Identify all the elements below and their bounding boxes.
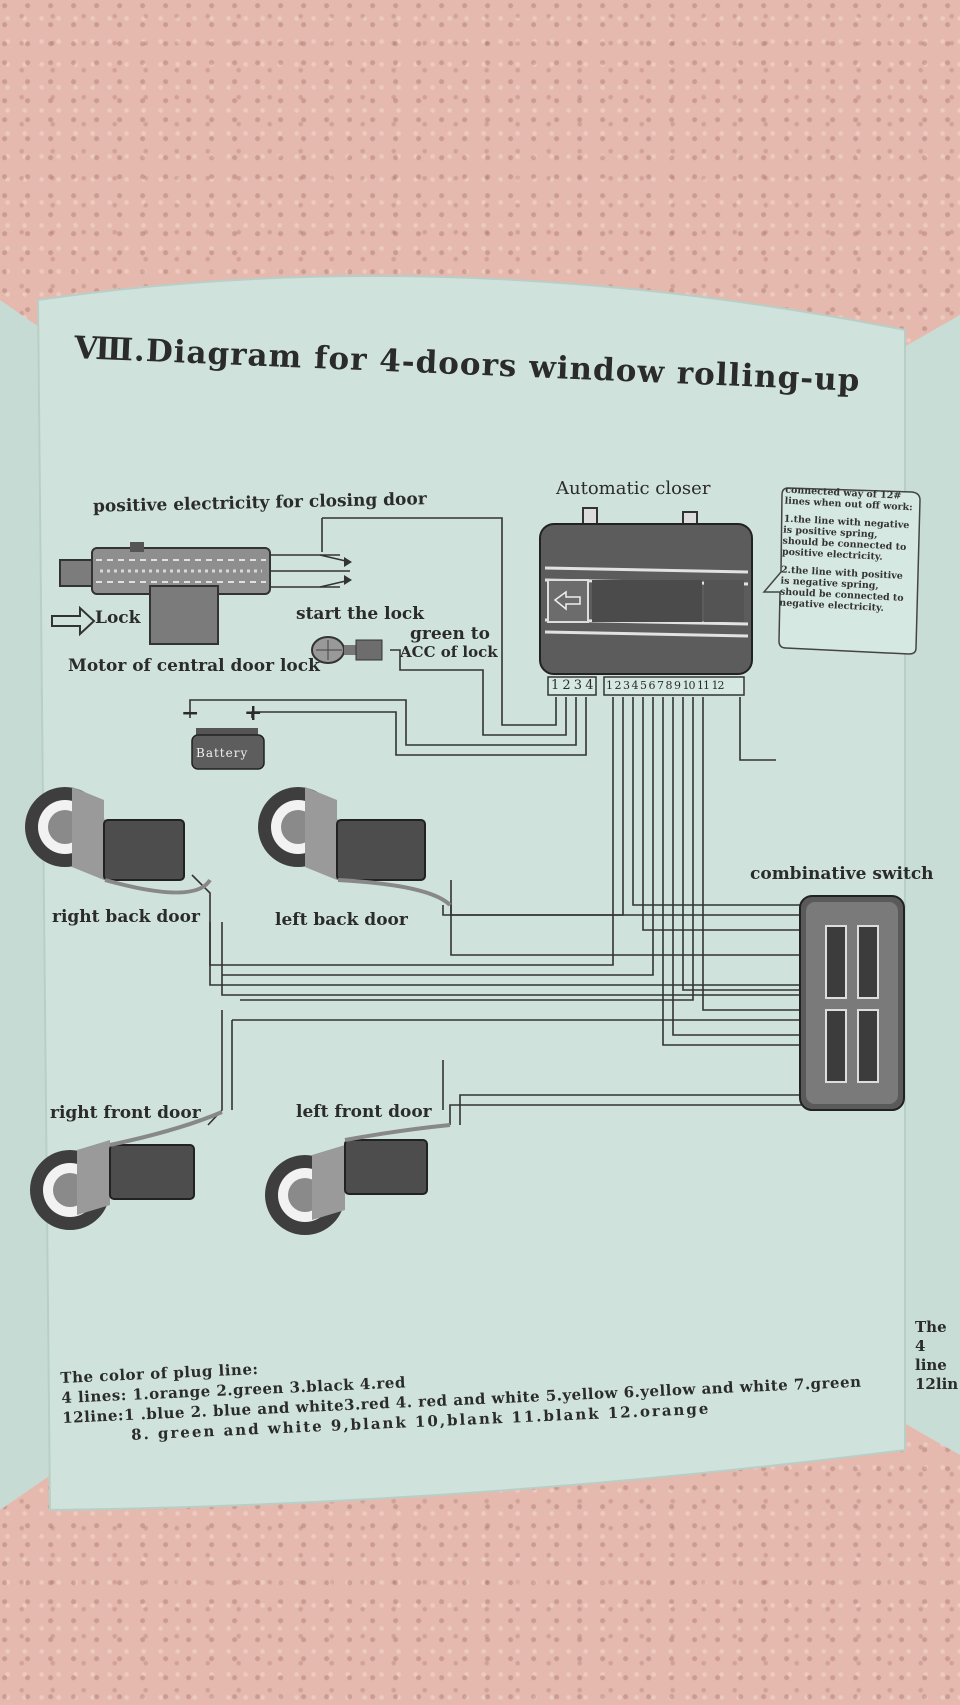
left-front-door-label: left front door (296, 1102, 432, 1122)
green-acc-label-1: green to (410, 624, 490, 644)
battery-icon (191, 728, 265, 770)
battery-label: Battery (196, 746, 249, 760)
note-bubble (762, 487, 921, 655)
battery-plus-label: + (244, 700, 263, 726)
switch-button-4 (857, 1009, 879, 1083)
lock-arrow-icon (51, 605, 96, 637)
pins-12-label: 1 2 3 4 5 6 7 8 9 10 11 12 (606, 679, 724, 692)
note-item-2: 2.the line with positive is negative spr… (779, 564, 904, 614)
wiring-note: connected way of 12# lines when out off … (779, 485, 918, 623)
lock-label: Lock (95, 608, 141, 628)
battery-minus-label: − (181, 700, 200, 726)
left-back-door-label: left back door (275, 910, 408, 930)
combinative-switch (799, 895, 905, 1111)
edge-text-2: 4 line (915, 1337, 947, 1374)
next-page-text: The 4 line 12lin (915, 1318, 960, 1394)
pin-block-4 (547, 676, 597, 696)
green-acc-label-2: ACC of lock (400, 643, 498, 661)
central-lock-motor (59, 542, 352, 645)
edge-text-1: The (915, 1318, 947, 1336)
automatic-closer-box (539, 507, 753, 675)
pins-4-label: 1 2 3 4 (551, 678, 593, 693)
switch-button-2 (857, 925, 879, 999)
edge-text-3: 12lin (915, 1375, 959, 1393)
switch-button-3 (825, 1009, 847, 1083)
motor-label: Motor of central door lock (68, 656, 320, 676)
right-front-door-label: right front door (50, 1103, 201, 1123)
motor-left-front (265, 1123, 451, 1235)
motor-right-front (30, 1110, 223, 1230)
combinative-switch-label: combinative switch (750, 864, 934, 884)
note-item-1: 1.the line with negative is positive spr… (781, 513, 910, 563)
automatic-closer-label: Automatic closer (556, 478, 711, 499)
right-back-door-label: right back door (52, 907, 200, 927)
wiring (189, 517, 803, 1126)
motor-right-back (25, 787, 212, 895)
start-lock-label: start the lock (296, 604, 425, 624)
pin-block-12 (603, 676, 745, 696)
switch-button-1 (825, 925, 847, 999)
ignition-key-icon (311, 636, 383, 664)
motor-left-back (258, 787, 452, 907)
